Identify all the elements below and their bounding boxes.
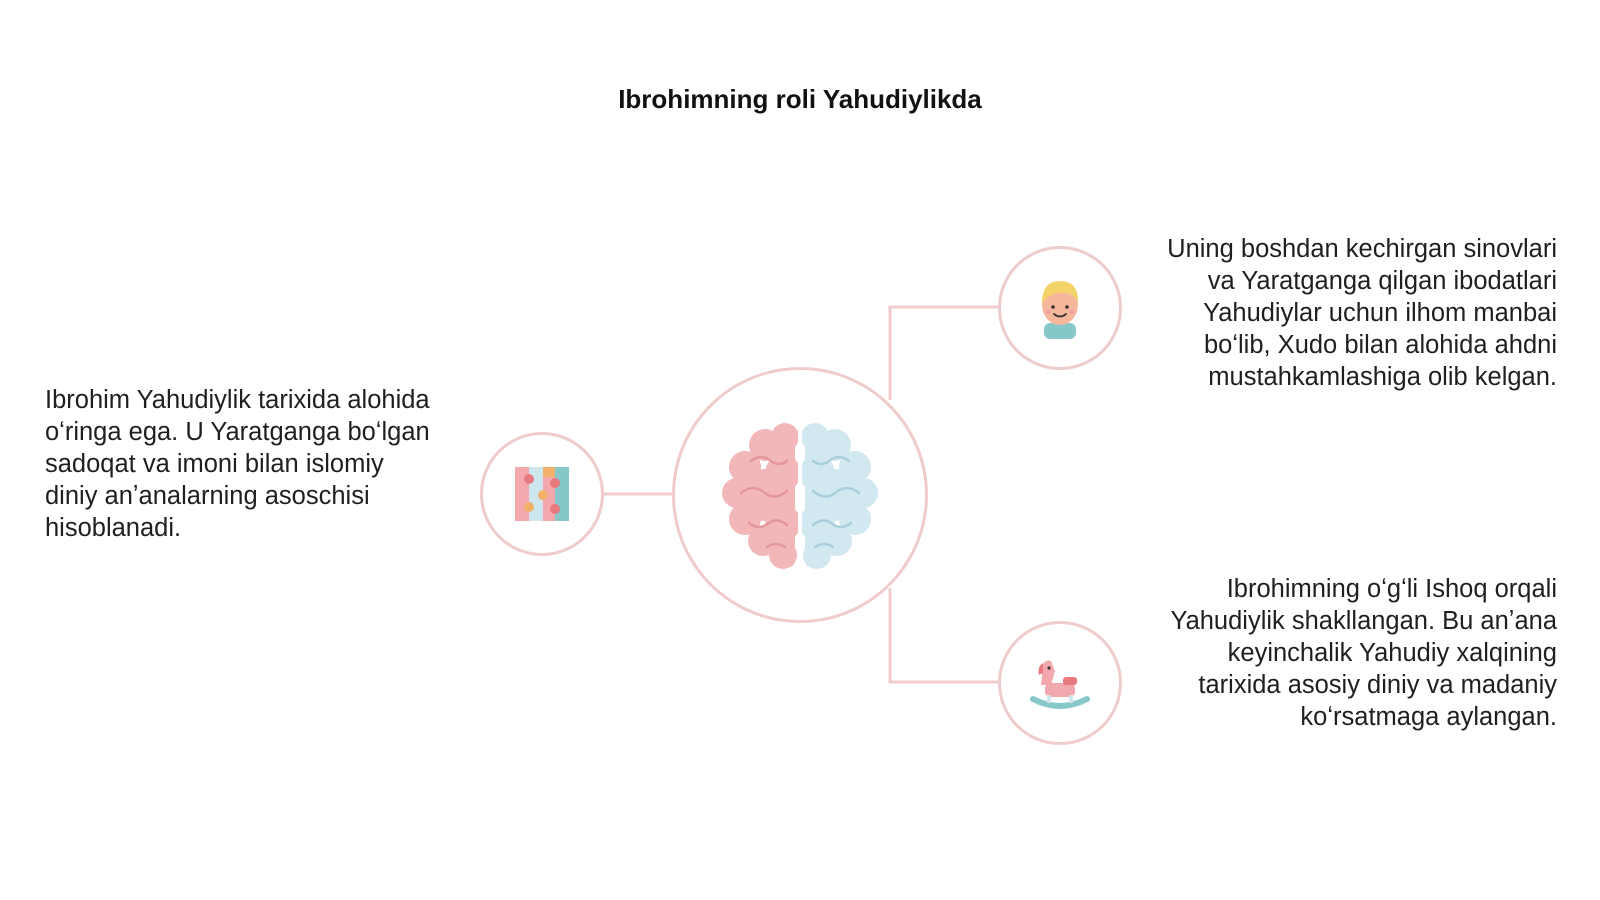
node-bottom-right bbox=[998, 621, 1122, 745]
node-left bbox=[480, 432, 604, 556]
node-top-right bbox=[998, 246, 1122, 370]
puzzle-icon bbox=[515, 467, 569, 521]
child-face-icon bbox=[1042, 281, 1078, 339]
central-hub bbox=[672, 367, 928, 623]
node-left-text: Ibrohim Yahudiylik tarixida alohida oʻri… bbox=[45, 386, 430, 542]
connector-bottom-right bbox=[888, 588, 998, 684]
brain-icon bbox=[722, 423, 878, 569]
slide-title: Ibrohimning roli Yahudiylikda bbox=[618, 84, 982, 114]
node-bottom-right-text: Ibrohimning oʻgʻli Ishoq orqali Yahudiyl… bbox=[1170, 575, 1557, 731]
rocking-horse-icon bbox=[1030, 660, 1090, 709]
connector-top-right bbox=[888, 305, 998, 400]
node-top-right-text: Uning boshdan kechirgan sinovlari va Yar… bbox=[1167, 235, 1557, 391]
